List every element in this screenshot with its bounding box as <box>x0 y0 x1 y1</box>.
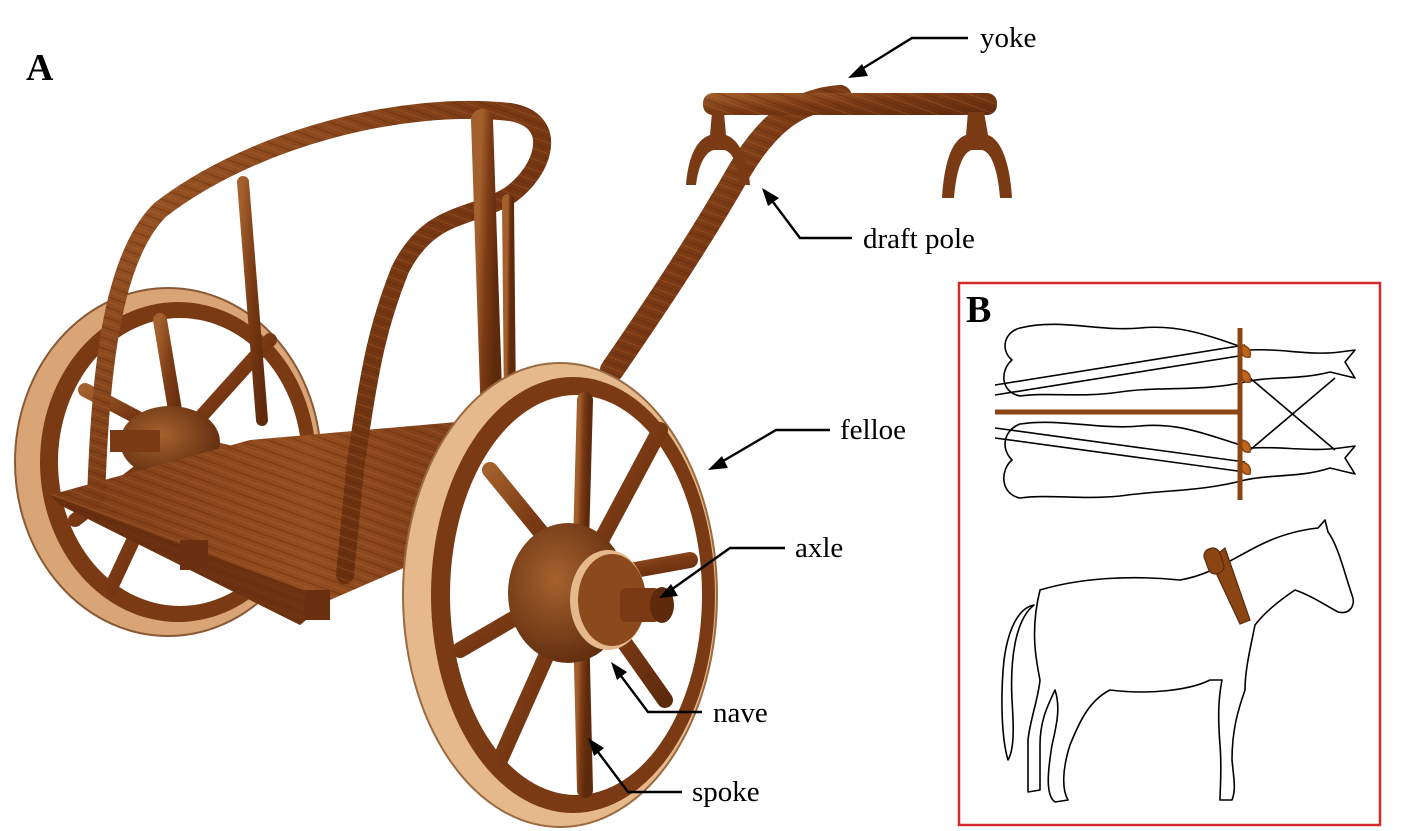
horse-top-view-upper <box>1003 323 1356 397</box>
side-view-horse <box>1001 519 1354 803</box>
front-right-wheel <box>402 362 718 828</box>
label-felloe: felloe <box>840 414 906 446</box>
callout-axle: axle <box>659 532 843 598</box>
panel-b: B <box>957 281 1382 827</box>
callout-draft-pole: draft pole <box>762 188 975 255</box>
callout-felloe: felloe <box>708 414 906 470</box>
panel-b-letter: B <box>966 289 991 331</box>
label-spoke: spoke <box>692 776 760 808</box>
callout-spoke: spoke <box>588 738 760 808</box>
callout-nave: nave <box>611 662 768 729</box>
label-axle: axle <box>795 532 843 564</box>
horse-tail <box>1001 604 1035 761</box>
panel-a-letter: A <box>26 47 54 89</box>
yoke <box>686 93 1012 198</box>
label-draft-pole: draft pole <box>863 223 975 255</box>
panel-a: A <box>14 22 1036 828</box>
axle <box>620 588 660 622</box>
label-yoke: yoke <box>980 22 1036 54</box>
chariot-rail <box>87 100 552 584</box>
yoke-saddles <box>1240 344 1252 475</box>
top-view-horses <box>994 323 1356 500</box>
label-nave: nave <box>713 697 768 729</box>
callout-yoke: yoke <box>848 22 1036 78</box>
